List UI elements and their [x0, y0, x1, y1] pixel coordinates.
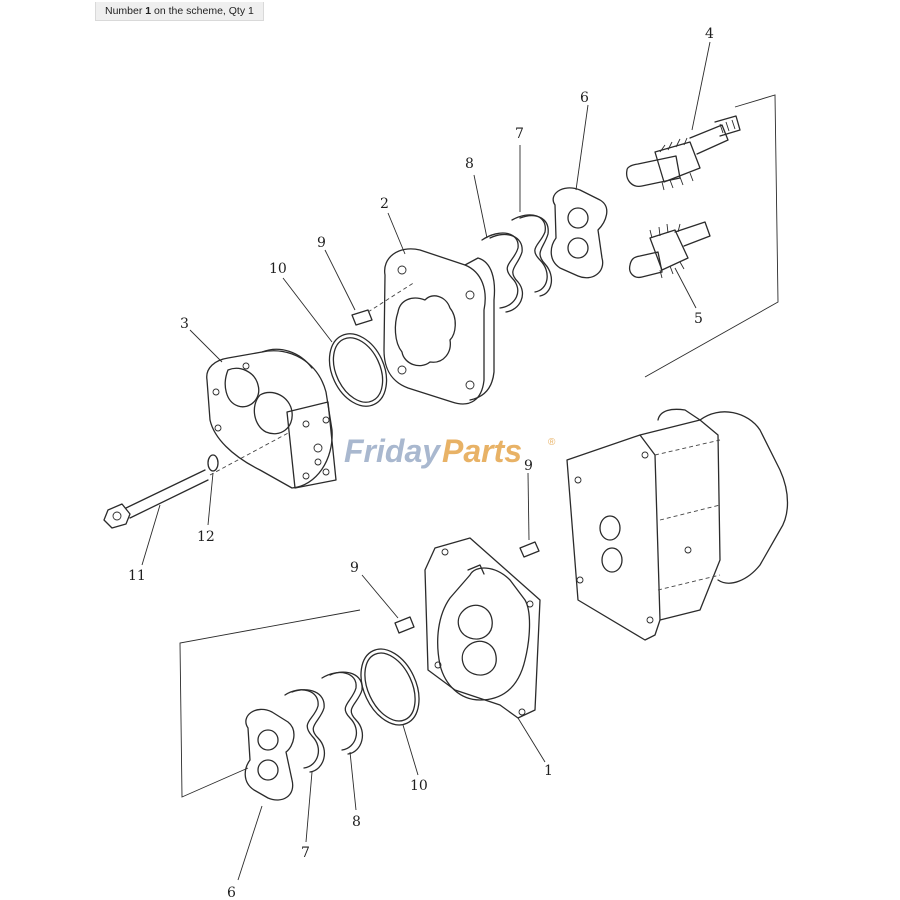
upper-group-bracket	[644, 94, 779, 378]
seal-ring-8-bottom	[321, 671, 364, 755]
caption-suffix: on the scheme, Qty 1	[151, 5, 254, 17]
watermark-text-parts: Parts	[442, 433, 522, 469]
seal-ring-8-top	[481, 232, 523, 313]
callout-6-top: 6	[580, 90, 589, 106]
callout-10-bottom: 10	[410, 778, 428, 794]
caption-prefix: Number	[105, 5, 146, 17]
seal-ring-7-bottom	[284, 689, 326, 773]
callout-3: 3	[180, 316, 189, 332]
assembled-pump-outline	[566, 408, 789, 641]
callout-7-top: 7	[515, 126, 524, 142]
watermark-text-friday: Friday	[344, 433, 442, 469]
callout-8-top: 8	[465, 156, 474, 172]
o-ring-10-bottom-inner	[364, 652, 416, 722]
callout-10-top: 10	[269, 261, 287, 277]
callout-7-bottom: 7	[301, 845, 310, 861]
callout-4: 4	[705, 26, 714, 42]
callout-8-bottom: 8	[352, 814, 361, 830]
washer-12	[207, 454, 219, 472]
seal-ring-7-top	[511, 214, 553, 297]
o-ring-10-top	[328, 333, 388, 407]
callout-9-right: 9	[524, 458, 533, 474]
side-plate-6-top	[550, 187, 608, 279]
callout-9-top: 9	[317, 235, 326, 251]
callout-6-bottom: 6	[227, 885, 236, 900]
o-ring-10-top-inner	[332, 337, 384, 403]
part-caption: Number 1 on the scheme, Qty 1	[95, 2, 264, 21]
bolt-11	[103, 431, 291, 529]
side-plate-6-bottom	[244, 708, 295, 801]
fridayparts-watermark: Friday Parts ®	[344, 433, 556, 469]
watermark-registered-mark: ®	[548, 437, 556, 448]
caption-number: 1	[145, 5, 152, 17]
dowel-pin-9-right	[519, 541, 540, 558]
gear-shaft-5	[628, 221, 711, 279]
callout-12: 12	[197, 529, 215, 545]
flange-body-1	[424, 537, 541, 719]
gear-body-2	[383, 248, 496, 405]
callout-5: 5	[694, 311, 703, 327]
dowel-pin-9-bottom	[394, 616, 415, 634]
callout-11: 11	[128, 568, 146, 584]
lower-group-bracket	[179, 609, 361, 798]
dowel-pin-9-top	[351, 281, 416, 326]
o-ring-10-bottom	[360, 648, 420, 726]
callout-2: 2	[380, 196, 389, 212]
callout-1: 1	[544, 763, 553, 779]
callout-9-bottom: 9	[350, 560, 359, 576]
end-cover-3	[206, 348, 337, 489]
leader-lines	[141, 41, 711, 881]
gear-shaft-4	[626, 115, 741, 191]
